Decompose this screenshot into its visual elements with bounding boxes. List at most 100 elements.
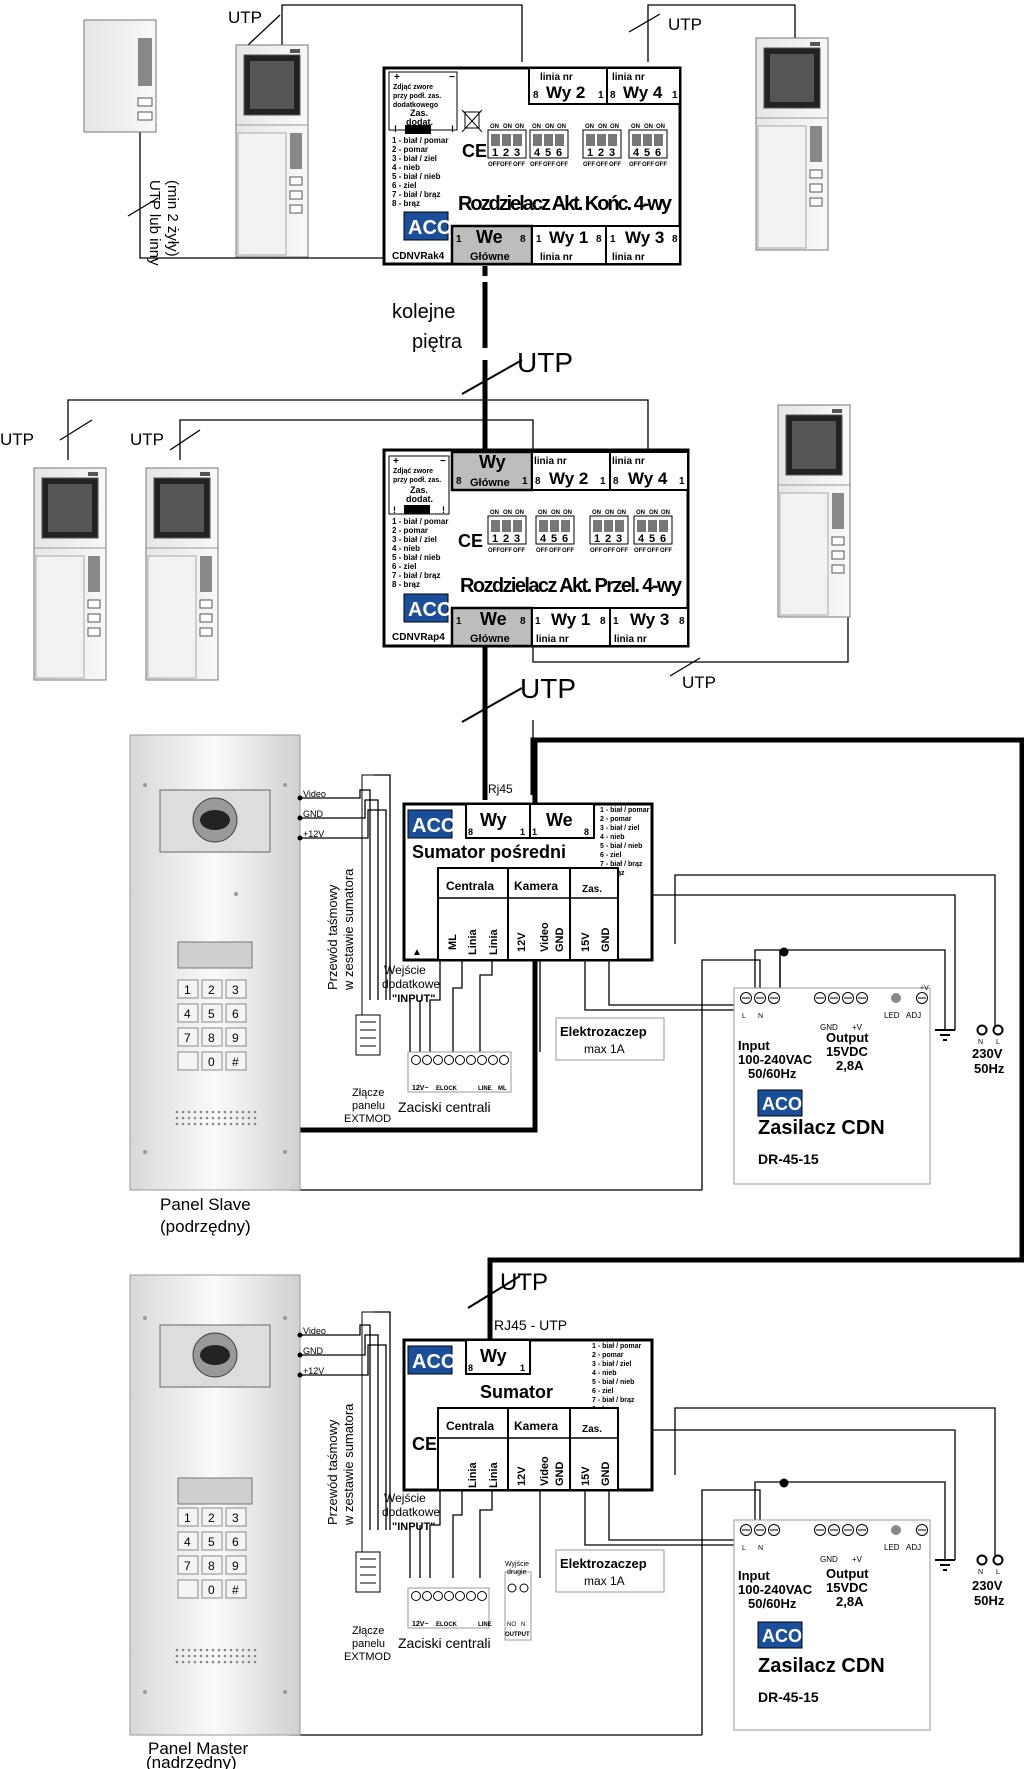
svg-text:Linia: Linia bbox=[467, 1461, 479, 1488]
keypad-key[interactable] bbox=[225, 1027, 247, 1047]
grille-dot bbox=[187, 1110, 191, 1114]
svg-text:OFF: OFF bbox=[590, 548, 602, 554]
sumator1-title: Sumator pośredni bbox=[412, 842, 566, 862]
svg-text:1: 1 bbox=[456, 616, 462, 627]
svg-text:Główne: Główne bbox=[470, 251, 510, 263]
svg-text:+: + bbox=[394, 72, 400, 83]
keypad-key[interactable] bbox=[201, 1051, 223, 1071]
keypad-key[interactable] bbox=[201, 1027, 223, 1047]
keypad-key[interactable] bbox=[225, 1555, 247, 1575]
svg-text:ON: ON bbox=[649, 510, 658, 516]
grille-dot bbox=[223, 1110, 227, 1114]
keypad-key[interactable] bbox=[177, 1507, 199, 1527]
keypad-key[interactable] bbox=[201, 1555, 223, 1575]
keypad-key[interactable] bbox=[177, 1579, 199, 1599]
keypad-key[interactable] bbox=[201, 1003, 223, 1023]
svg-text:3 - biał / ziel: 3 - biał / ziel bbox=[600, 825, 639, 832]
svg-text:OFF: OFF bbox=[634, 548, 646, 554]
panel-master-sub: (nadrzędny) bbox=[146, 1753, 237, 1769]
monitor-mid-1 bbox=[33, 467, 107, 681]
svg-text:Wyjście: Wyjście bbox=[505, 1561, 529, 1568]
grille-dot bbox=[235, 1122, 239, 1126]
svg-text:Zdjąć zwore: Zdjąć zwore bbox=[393, 84, 433, 91]
centrala-terminals-1 bbox=[407, 1051, 512, 1093]
svg-text:!: ! bbox=[393, 505, 396, 515]
svg-text:N: N bbox=[521, 1622, 525, 1628]
keypad-key[interactable] bbox=[177, 979, 199, 999]
terminal-screw bbox=[444, 1055, 454, 1065]
keypad-key[interactable] bbox=[177, 1027, 199, 1047]
keypad-key[interactable] bbox=[225, 1507, 247, 1527]
grille-dot bbox=[253, 1660, 257, 1664]
terminal-screw bbox=[477, 1055, 487, 1065]
keypad-key[interactable] bbox=[177, 1555, 199, 1575]
svg-text:3: 3 bbox=[514, 147, 520, 159]
panel-master-label: Panel Master bbox=[148, 1739, 248, 1758]
svg-text:w zestawie sumatora: w zestawie sumatora bbox=[341, 1403, 356, 1526]
svg-text:Elektrozaczep: Elektrozaczep bbox=[560, 1024, 647, 1039]
grille-dot bbox=[175, 1648, 179, 1652]
psu-model: DR-45-15 bbox=[758, 1689, 819, 1705]
svg-text:4 - nieb: 4 - nieb bbox=[592, 1370, 617, 1377]
grille-dot bbox=[241, 1660, 245, 1664]
keypad-key[interactable] bbox=[225, 1003, 247, 1023]
svg-text:6 - ziel: 6 - ziel bbox=[392, 181, 416, 190]
sumator2-title: Sumator bbox=[480, 1382, 553, 1402]
utp-label: UTP bbox=[228, 8, 262, 27]
grille-dot bbox=[235, 1660, 239, 1664]
grille-dot bbox=[193, 1122, 197, 1126]
psu-model: DR-45-15 bbox=[758, 1151, 819, 1167]
keypad-key[interactable] bbox=[225, 979, 247, 999]
svg-text:1: 1 bbox=[613, 616, 619, 627]
svg-text:+V: +V bbox=[852, 1555, 863, 1564]
svg-text:N: N bbox=[978, 1569, 983, 1576]
terminal-screw bbox=[455, 1591, 465, 1601]
keypad-key[interactable] bbox=[201, 979, 223, 999]
grille-dot bbox=[253, 1116, 257, 1120]
grille-dot bbox=[187, 1122, 191, 1126]
keypad-key[interactable] bbox=[201, 1531, 223, 1551]
rj45-utp-label: RJ45 - UTP bbox=[494, 1317, 567, 1333]
svg-text:8: 8 bbox=[613, 476, 619, 487]
svg-text:2,8A: 2,8A bbox=[836, 1058, 864, 1073]
svg-text:LED: LED bbox=[884, 1543, 900, 1552]
svg-text:OFF: OFF bbox=[536, 548, 548, 554]
svg-text:ON: ON bbox=[532, 124, 541, 130]
grille-dot bbox=[211, 1654, 215, 1658]
keypad-key[interactable] bbox=[225, 1051, 247, 1071]
svg-text:panelu: panelu bbox=[352, 1100, 385, 1112]
utp-label: UTP bbox=[130, 430, 164, 449]
grille-dot bbox=[217, 1110, 221, 1114]
utp-label: UTP bbox=[0, 430, 34, 449]
svg-text:2: 2 bbox=[605, 533, 611, 545]
keypad-key[interactable] bbox=[177, 1531, 199, 1551]
terminal-screw bbox=[488, 1055, 498, 1065]
wyjscie-drugie: Wyjście drugie NO N OUTPUT bbox=[504, 1561, 532, 1641]
svg-text:1: 1 bbox=[532, 827, 537, 837]
keypad-key[interactable] bbox=[177, 1051, 199, 1071]
keypad-key[interactable] bbox=[225, 1579, 247, 1599]
panel-slave-label: Panel Slave bbox=[160, 1195, 251, 1214]
keypad-key-label: 3 bbox=[232, 983, 239, 997]
port-wy2: Wy 2 bbox=[546, 83, 585, 102]
keypad-key-label: 2 bbox=[208, 983, 215, 997]
keypad-key[interactable] bbox=[225, 1531, 247, 1551]
utp-label: UTP bbox=[517, 347, 573, 378]
svg-text:+12V: +12V bbox=[303, 1366, 324, 1376]
svg-text:GND: GND bbox=[820, 1023, 838, 1032]
grille-dot bbox=[193, 1116, 197, 1120]
svg-text:ON: ON bbox=[563, 510, 572, 516]
svg-text:15VDC: 15VDC bbox=[826, 1580, 869, 1595]
keypad-key-label: 9 bbox=[232, 1031, 239, 1045]
keypad-key[interactable] bbox=[201, 1579, 223, 1599]
svg-text:Przewód taśmowy: Przewód taśmowy bbox=[325, 884, 340, 990]
keypad-key[interactable] bbox=[201, 1507, 223, 1527]
keypad-key[interactable] bbox=[177, 1003, 199, 1023]
terminal-screw bbox=[455, 1055, 465, 1065]
svg-text:1: 1 bbox=[679, 476, 685, 487]
svg-text:+12V: +12V bbox=[303, 829, 324, 839]
